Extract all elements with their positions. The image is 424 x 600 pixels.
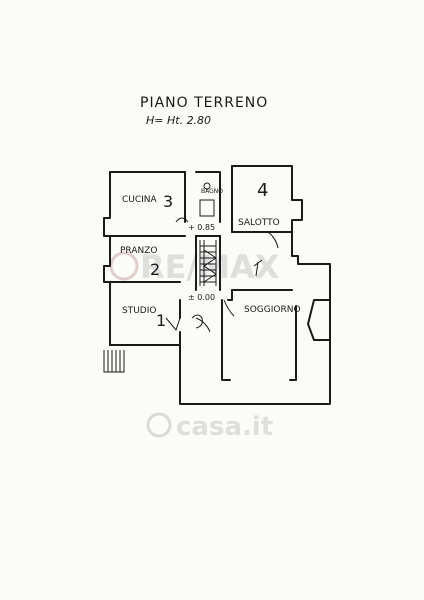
room-label-salotto: SALOTTO (238, 218, 280, 228)
room-number-studio: 1 (156, 311, 166, 330)
plan-title: PIANO TERRENO (140, 95, 268, 111)
doors (165, 217, 279, 333)
room-label-bagno: BAGNO (201, 188, 223, 195)
room-label-cucina: CUCINA (122, 195, 158, 205)
remax-balloon-icon (109, 251, 139, 281)
scribble-mark (253, 259, 263, 277)
room-label-studio: STUDIO (122, 306, 156, 316)
room-number-pranzo: 2 (150, 260, 160, 279)
room-label-pranzo: PRANZO (120, 246, 157, 256)
exterior-stair (103, 350, 125, 373)
bath-fixtures (199, 182, 215, 217)
room-number-salotto: 4 (257, 180, 268, 201)
floor-plan-walls (103, 165, 331, 405)
height-note: H= Ht. 2.80 (146, 114, 211, 127)
casa-logo-icon (146, 412, 172, 438)
interior-stair (199, 240, 217, 286)
casa-watermark-text: casa.it (176, 412, 273, 442)
level-lower: ± 0.00 (188, 293, 215, 302)
casa-watermark: casa.it (146, 412, 273, 442)
room-number-cucina: 3 (163, 192, 173, 211)
room-label-soggiorno: SOGGIORNO (244, 305, 301, 315)
level-upper: + 0.85 (188, 223, 215, 232)
scribble-mark-2 (191, 314, 203, 329)
